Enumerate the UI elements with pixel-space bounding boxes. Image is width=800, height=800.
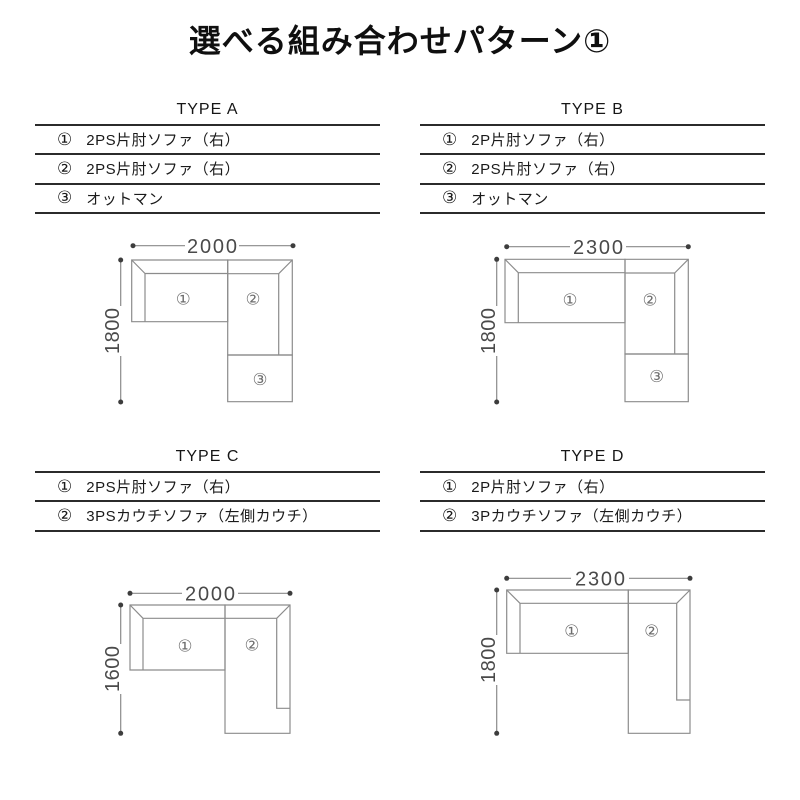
item-label: 2PS片肘ソファ（右） (471, 161, 626, 179)
item-number-badge: ② (57, 505, 73, 525)
table-row: ① 2P片肘ソファ（右） (420, 126, 765, 156)
item-label: 2PS片肘ソファ（右） (86, 479, 241, 497)
type-c-floorplan: 2000 1600 ① ② (102, 584, 293, 736)
type-b-floorplan: 2300 1800 ① ② ③ (478, 237, 691, 405)
type-d-header: TYPE D (560, 448, 625, 465)
piece-1-number: ① (178, 638, 193, 656)
ottoman-outline (227, 354, 293, 403)
height-dimension-label: 1800 (478, 308, 500, 354)
couch-piece-2-outline (627, 589, 691, 734)
table-row: ② 3Pカウチソファ（左側カウチ） (420, 502, 765, 532)
width-dimension: 2000 (127, 584, 293, 606)
piece-3-number: ③ (253, 371, 268, 389)
type-a-rows: ① 2PS片肘ソファ（右） ② 2PS片肘ソファ（右） ③ オットマン (35, 124, 380, 214)
type-c-rows: ① 2PS片肘ソファ（右） ② 3PSカウチソファ（左側カウチ） (35, 471, 380, 532)
type-b-table: TYPE B ① 2P片肘ソファ（右） ② 2PS片肘ソファ（右） ③ オットマ… (420, 98, 765, 214)
height-dimension-label: 1800 (478, 637, 500, 683)
item-number-badge: ② (442, 158, 458, 178)
item-number-badge: ② (442, 505, 458, 525)
type-a-header: TYPE A (176, 101, 239, 118)
type-d-table: TYPE D ① 2P片肘ソファ（右） ② 3Pカウチソファ（左側カウチ） (420, 445, 765, 532)
piece-3-number: ③ (649, 368, 664, 386)
item-number-badge: ① (57, 476, 73, 496)
ottoman-outline (624, 353, 689, 403)
type-c-table: TYPE C ① 2PS片肘ソファ（右） ② 3PSカウチソファ（左側カウチ） (35, 445, 380, 532)
page-title: 選べる組み合わせパターン① (188, 23, 612, 59)
height-dimension-label: 1600 (102, 646, 124, 692)
item-number-badge: ① (442, 129, 458, 149)
item-label: 3Pカウチソファ（左側カウチ） (471, 508, 693, 526)
height-dimension: 1600 (102, 602, 124, 736)
type-a-floorplan: 2000 1800 ① ② ③ (102, 236, 296, 405)
height-dimension: 1800 (478, 587, 500, 736)
table-row: ③ オットマン (35, 185, 380, 214)
item-label: 2P片肘ソファ（右） (471, 479, 615, 497)
height-dimension: 1800 (478, 256, 500, 405)
type-d-rows: ① 2P片肘ソファ（右） ② 3Pカウチソファ（左側カウチ） (420, 471, 765, 532)
height-dimension-label: 1800 (102, 308, 124, 354)
table-row: ② 3PSカウチソファ（左側カウチ） (35, 502, 380, 532)
table-row: ① 2PS片肘ソファ（右） (35, 473, 380, 503)
item-number-badge: ② (57, 158, 73, 178)
item-number-badge: ③ (57, 188, 73, 208)
height-dimension: 1800 (102, 257, 124, 405)
type-c-header: TYPE C (175, 448, 240, 465)
width-dimension-label: 2300 (573, 237, 623, 259)
item-number-badge: ① (57, 129, 73, 149)
width-dimension: 2300 (504, 237, 691, 259)
item-label: 2PS片肘ソファ（右） (86, 132, 241, 150)
couch-piece-2-outline (224, 604, 291, 734)
width-dimension: 2000 (130, 236, 296, 258)
item-label: オットマン (471, 190, 549, 208)
width-dimension: 2300 (504, 569, 693, 591)
item-label: 2PS片肘ソファ（右） (86, 161, 241, 179)
width-dimension-label: 2300 (575, 569, 625, 591)
piece-1-number: ① (176, 291, 191, 309)
type-d-floorplan: 2300 1800 ① ② (478, 569, 693, 736)
table-row: ② 2PS片肘ソファ（右） (420, 155, 765, 185)
table-row: ① 2PS片肘ソファ（右） (35, 126, 380, 156)
piece-1-number: ① (563, 292, 578, 310)
width-dimension-label: 2000 (187, 236, 237, 258)
piece-2-number: ② (245, 637, 260, 655)
piece-2-number: ② (246, 291, 261, 309)
item-label: オットマン (86, 190, 164, 208)
item-number-badge: ① (442, 476, 458, 496)
item-label: 3PSカウチソファ（左側カウチ） (86, 508, 318, 526)
width-dimension-label: 2000 (185, 584, 235, 606)
piece-2-number: ② (643, 292, 658, 310)
type-b-rows: ① 2P片肘ソファ（右） ② 2PS片肘ソファ（右） ③ オットマン (420, 124, 765, 214)
table-row: ① 2P片肘ソファ（右） (420, 473, 765, 503)
piece-1-number: ① (564, 623, 579, 641)
table-row: ③ オットマン (420, 185, 765, 214)
table-row: ② 2PS片肘ソファ（右） (35, 155, 380, 185)
type-b-header: TYPE B (561, 101, 624, 118)
item-label: 2P片肘ソファ（右） (471, 132, 615, 150)
item-number-badge: ③ (442, 188, 458, 208)
type-a-table: TYPE A ① 2PS片肘ソファ（右） ② 2PS片肘ソファ（右） ③ オット… (35, 98, 380, 214)
piece-2-number: ② (644, 623, 659, 641)
